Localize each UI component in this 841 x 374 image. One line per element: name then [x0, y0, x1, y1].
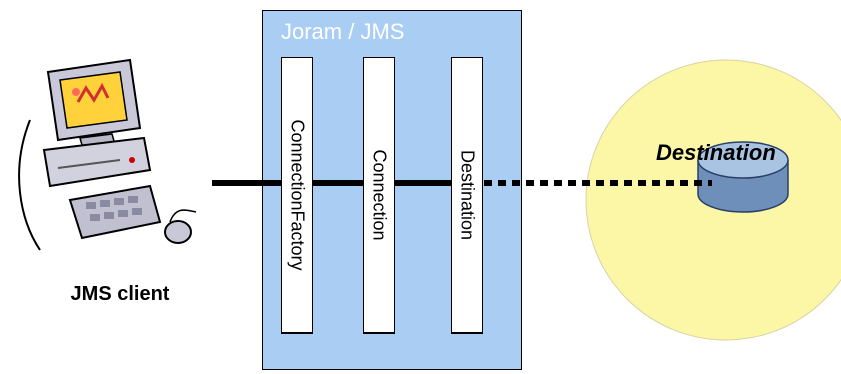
connection-object: Connection — [363, 58, 395, 334]
joram-title: Joram / JMS — [281, 19, 405, 44]
destination-label: Destination — [656, 140, 776, 165]
destination-object-label: Destination — [457, 150, 478, 242]
destination-object: Destination — [451, 58, 483, 334]
connection-label: Connection — [369, 150, 390, 242]
connection-factory-label: ConnectionFactory — [287, 120, 308, 272]
desktop-computer-icon — [18, 58, 197, 251]
connection-factory-object: ConnectionFactory — [281, 58, 313, 334]
joram-jms-container: Joram / JMS ConnectionFactory Connection… — [262, 10, 522, 370]
client-label: JMS client — [70, 283, 170, 305]
destination-queue-icon — [697, 141, 789, 213]
